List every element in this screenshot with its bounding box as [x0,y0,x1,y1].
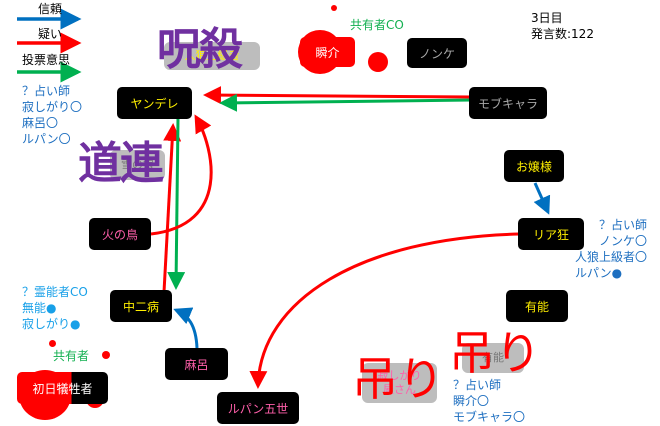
dead-node-jinrou-joukyuu[interactable]: 人狼上級者 [164,42,260,70]
node-maro[interactable]: 麻呂 [165,348,228,380]
node-shunsuke[interactable]: 瞬介 [300,37,355,67]
node-chuunibyou[interactable]: 中二病 [110,290,172,322]
edge-yandere-chuunibyou-vote [167,117,186,290]
node-lupin[interactable]: ルパン五世 [217,392,299,424]
legend-vote-label: 投票意思 [22,53,71,67]
hang-stamp-1: 吊り [352,352,444,406]
note-yuunou: ？占い師 瞬介〇 モブキャラ〇 [453,377,525,425]
note-line: 寂しがり〇 [22,100,83,114]
legend-trust-label: 信頼 [38,2,63,16]
node-ojousama[interactable]: お嬢様 [504,150,564,182]
blood-splat-icon [331,5,337,11]
hang-stamp-2: 吊り [449,326,541,380]
note-line: ？占い師 [599,218,648,232]
blood-splat-icon [49,340,56,347]
note-line: ルパン〇 [22,132,71,146]
curse-kill-stamp: 呪殺 [157,24,243,75]
edge-riakyou-lupin-suspicion [249,232,520,389]
node-shonichi[interactable]: 初日犠牲者 [17,372,108,404]
note-line: 人狼上級者〇 [575,250,648,264]
note-yandere: ？占い師 寂しがり〇 麻呂〇 ルパン〇 [22,83,82,147]
note-line: ？占い師 [453,378,502,392]
node-hinotori[interactable]: 火の鳥 [89,218,151,250]
note-line: 無能● [22,301,57,315]
note-line: 寂しがり● [22,317,81,331]
note-line: 麻呂〇 [22,116,59,130]
node-riakyou[interactable]: リア狂 [518,218,584,250]
node-nonke[interactable]: ノンケ [407,38,467,68]
edge-chuunibyou-yandere-suspicion [162,123,182,293]
edge-maro-chuunibyou-trust [173,307,199,349]
edge-hinotori-yandere-suspicion [150,114,213,236]
note-line: ？霊能者CO [22,285,88,299]
node-yandere[interactable]: ヤンデレ [117,87,192,119]
note-line: モブキャラ〇 [453,410,526,424]
edge-mobchara-yandere-vote [219,93,473,112]
note-line: ルパン● [575,266,623,280]
blood-splat-icon [368,52,388,72]
note-riakyou: ？占い師 ノンケ〇 人狼上級者〇 ルパン● [575,217,647,281]
remark-count: 発言数:122 [531,27,594,41]
note-line: ノンケ〇 [599,234,648,248]
blood-splat-icon [102,351,110,359]
day-counter: 3日目 [531,11,563,25]
node-yuunou[interactable]: 有能 [506,290,568,322]
co-label-shonichi: 共有者 [53,349,90,363]
node-mobchara[interactable]: モブキャラ [469,87,547,119]
co-label-shunsuke: 共有者CO [350,18,404,32]
note-chuunibyou: ？霊能者CO 無能● 寂しがり● [22,284,88,332]
edge-mobchara-yandere-suspicion [203,86,473,105]
dead-node-sabishigari[interactable]: 寂しがり屋さん [362,363,437,403]
note-line: ？占い師 [22,84,71,98]
dead-node-yuki-no-musume[interactable]: 雪の娘 [110,150,165,180]
edge-ojousama-riakyou-trust [533,182,551,215]
legend-suspicion-label: 疑い [38,27,63,41]
note-line: 瞬介〇 [453,394,490,408]
dead-node-yuunou[interactable]: 有能 [462,343,524,373]
michizure-stamp: 道連 [78,138,164,189]
